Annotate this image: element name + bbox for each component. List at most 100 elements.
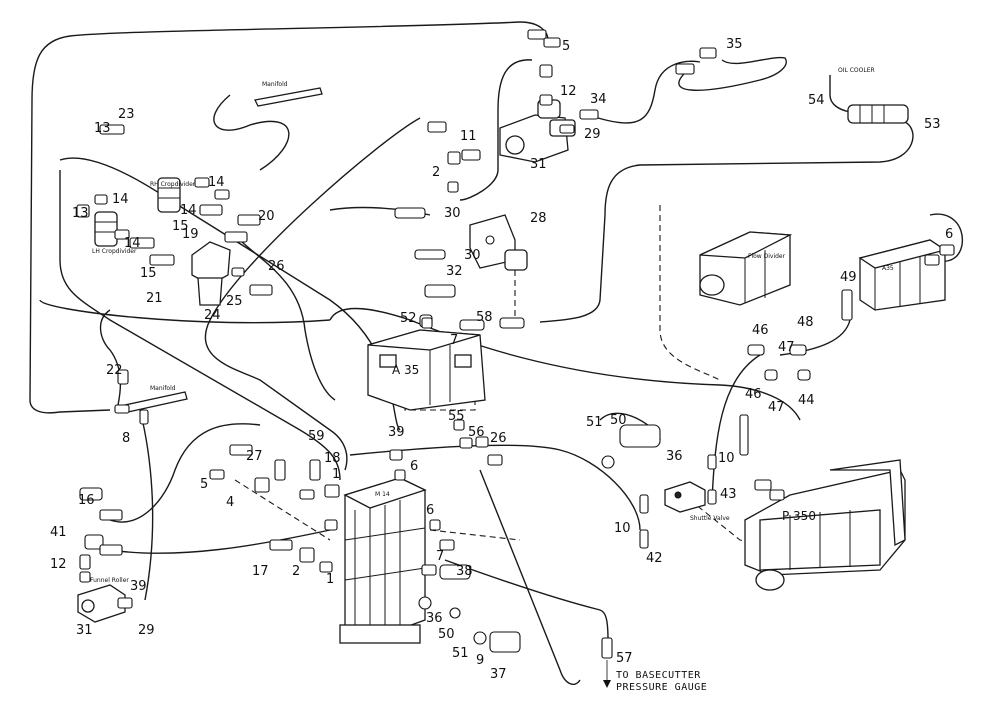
callout-18: 18 [324,451,341,466]
callout-24: 24 [204,308,221,323]
hose-manifold-down [139,409,154,601]
rh-cropdivider: RH Cropdivider [150,177,196,213]
label-funnel-roller: Funnel Roller [90,577,129,584]
callout-14-b: 14 [112,192,129,207]
callout-26-mid: 26 [490,431,507,446]
label-flow-divider: Flow Divider [748,253,786,260]
hose-oil-cooler-loop [539,121,914,323]
hose-left-high [39,299,331,324]
lh-cropdivider: LH Cropdivider [92,211,137,255]
callout-50-right: 50 [610,413,627,428]
callout-57: 57 [616,651,633,666]
hose-outer-loop [29,21,521,414]
valve-block-a35-center: A 35 [367,329,486,411]
funnel-roller-motor: Funnel Roller [77,577,129,623]
valve-24 [191,241,231,306]
hose-s-curve [99,309,122,406]
callout-43: 43 [720,487,737,502]
callout-55: 55 [448,409,465,424]
hose-35-loop [678,56,787,91]
hose-motor-top [459,59,533,201]
callout-46-b: 46 [745,387,762,402]
label-valve-a35-left: A 35 [392,363,419,377]
callout-50-low: 50 [438,627,455,642]
callout-48: 48 [797,315,814,330]
callout-34: 34 [590,92,607,107]
label-valve-a35-top: A35 [882,265,894,272]
main-pump-p350: P 350 [744,459,906,591]
callout-25: 25 [226,294,243,309]
manifold-left: Manifold [124,385,188,413]
hose-16-loop [109,423,261,523]
callout-23: 23 [118,107,135,122]
oil-cooler-fitting: OIL COOLER [829,67,909,124]
callout-44: 44 [798,393,815,408]
hose-fittings [76,29,955,659]
callout-51-low: 51 [452,646,469,661]
dash-pump-6 [429,529,521,541]
label-pump-main: P 350 [782,509,816,523]
manifold-top: Manifold [254,81,323,107]
dash-pump-left [234,479,331,541]
callout-29-top: 29 [584,127,601,142]
hose-top-center-loop [213,94,290,171]
callout-28: 28 [530,211,547,226]
hose-pump-mid [329,307,801,421]
callout-1-a: 1 [332,467,340,482]
pump-m14-stack: M 14 [339,477,427,644]
callout-37: 37 [490,667,507,682]
label-oil-cooler: OIL COOLER [838,67,875,74]
shuttle-valve: Shuttle Valve [664,481,730,522]
callout-41: 41 [50,525,67,540]
callout-22: 22 [106,363,123,378]
basecutter-note: TO BASECUTTER PRESSURE GAUGE [603,660,707,693]
callout-5-top: 5 [562,39,570,54]
callout-49: 49 [840,270,857,285]
callout-54: 54 [808,93,825,108]
callout-42: 42 [646,551,663,566]
callout-51-right: 51 [586,415,603,430]
callout-14-a: 14 [208,175,225,190]
hose-41-run [109,529,331,554]
callout-47-a: 47 [778,340,795,355]
hose-21-drop [239,239,336,401]
callout-36-right: 36 [666,449,683,464]
callout-53: 53 [924,117,941,132]
valve-28 [469,214,528,271]
callout-5-left: 5 [200,477,208,492]
callout-9: 9 [476,653,484,668]
basecutter-note-line1: TO BASECUTTER [616,670,701,681]
callout-30-a: 30 [444,206,461,221]
callout-11: 11 [460,129,477,144]
callout-6-low: 6 [426,503,434,518]
callout-32: 32 [446,264,463,279]
callout-14-d: 14 [124,236,141,251]
motor-31-top [499,99,576,163]
callout-52: 52 [400,311,417,326]
callout-47-b: 47 [768,400,785,415]
callout-31-left: 31 [76,623,93,638]
hose-diagonal-b [59,157,401,431]
callout-7-low: 7 [436,549,444,564]
callout-17: 17 [252,564,269,579]
callout-8: 8 [122,431,130,446]
callout-21: 21 [146,291,163,306]
callout-10-b: 10 [614,521,631,536]
callout-27: 27 [246,449,263,464]
callout-46-a: 46 [752,323,769,338]
callout-6-right: 6 [945,227,953,242]
hose-right-to-pump [349,444,641,531]
label-manifold-left: Manifold [150,385,176,392]
callout-12-left: 12 [50,557,67,572]
hose-diagonal-c [59,170,341,481]
callout-numbers: 5 35 12 34 54 53 29 31 11 2 23 13 14 14 … [50,37,953,682]
hose-bottom-loop [479,469,581,685]
label-manifold-top: Manifold [262,81,288,88]
callout-36-low: 36 [426,611,443,626]
callout-6-mid: 6 [410,459,418,474]
dash-valve-box [404,395,476,411]
callout-20: 20 [258,209,275,224]
callout-12-top: 12 [560,84,577,99]
callout-13-top: 13 [94,121,111,136]
hose-to-gauge [444,559,609,641]
